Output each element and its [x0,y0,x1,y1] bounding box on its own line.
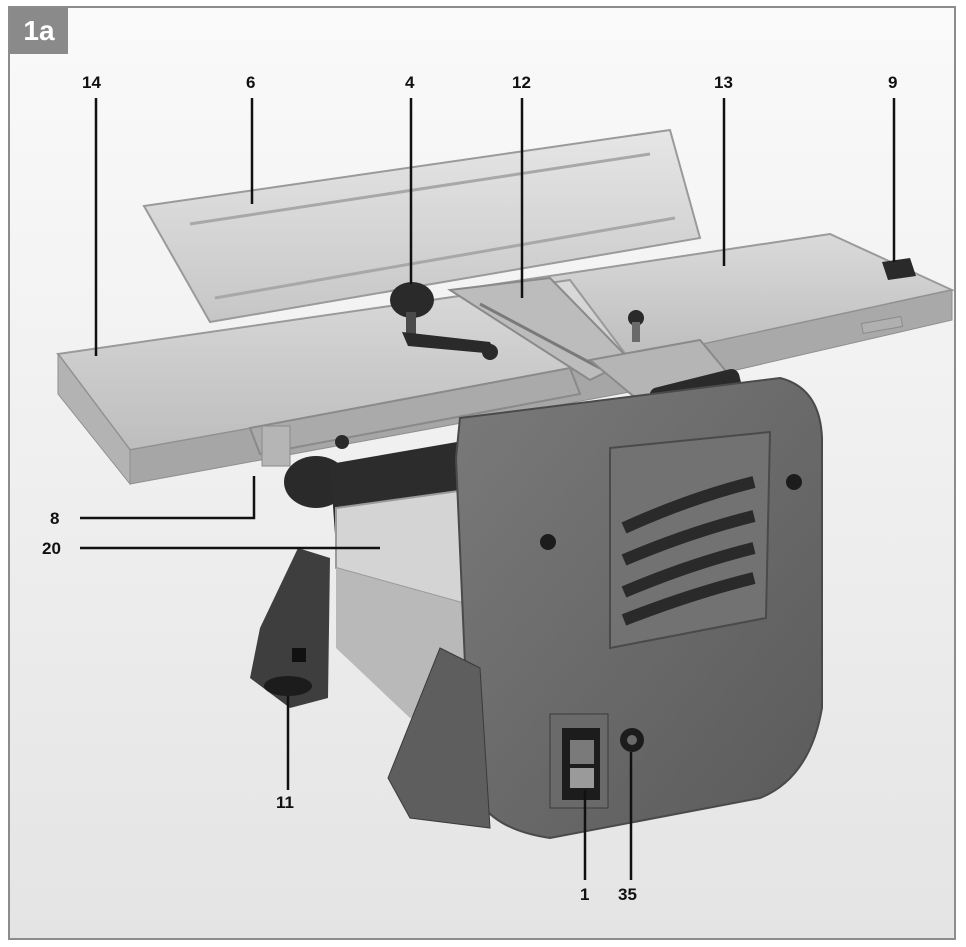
callout-6: 6 [246,73,256,92]
callout-14: 14 [82,73,101,92]
callout-8: 8 [50,509,60,528]
figure-tag: 1a [10,8,68,54]
callout-35: 35 [618,885,637,904]
callout-13: 13 [714,73,733,92]
leader-lines [80,98,896,880]
motor-housing [387,376,823,840]
fence-plate [142,128,702,324]
callout-9: 9 [888,73,898,92]
figure-frame: 1a 14 6 4 12 13 9 8 20 11 1 35 [8,6,956,940]
leader-8 [80,476,256,520]
on-off-switch-1 [549,713,609,809]
callout-12: 12 [512,73,531,92]
callout-4: 4 [405,73,415,92]
planer-thicknesser-illustration [10,8,954,938]
guard-knob-4 [390,282,498,360]
callout-11: 11 [276,793,294,812]
base-left-foot [250,548,330,708]
overload-reset-35 [620,728,644,752]
callout-20: 20 [42,539,61,558]
callout-1: 1 [580,885,590,904]
table-adjust-knob-9 [882,258,916,280]
